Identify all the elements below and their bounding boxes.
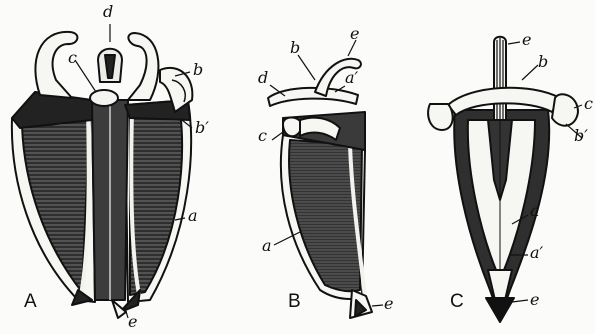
panel-b-label-b: b xyxy=(290,40,300,56)
panel-b-label-a-prime: a′ xyxy=(345,70,358,86)
panel-a-label-e: e xyxy=(128,314,137,330)
panel-a-right-muscle xyxy=(130,110,182,295)
panel-a-label-a: a xyxy=(188,208,198,224)
panel-a-disk xyxy=(90,90,118,106)
panel-c-label-b-prime: b′ xyxy=(574,128,588,144)
panel-a-label-b-prime: b′ xyxy=(195,120,209,136)
panel-b-label-e-top: e xyxy=(350,26,359,42)
panel-c-right-bulb xyxy=(552,94,578,125)
panel-c-caption: C xyxy=(450,292,464,311)
panel-c-left-bulb xyxy=(428,104,453,130)
panel-a-right-arm xyxy=(128,33,158,100)
panel-b-label-c: c xyxy=(258,128,267,144)
panel-a-caption: A xyxy=(24,292,37,311)
panel-b-label-e-bottom: e xyxy=(384,296,393,312)
panel-b-drawing xyxy=(268,40,383,318)
panel-b-crossbar xyxy=(268,88,358,106)
panel-c-label-a: a xyxy=(530,203,540,219)
panel-b-label-a: a xyxy=(262,238,272,254)
panel-c-label-e-bottom: e xyxy=(530,292,539,308)
panel-c-label-c: c xyxy=(584,96,593,112)
panel-c-label-a-prime: a′ xyxy=(530,245,543,261)
panel-b-caption: B xyxy=(288,292,301,311)
panel-a-label-b: b xyxy=(193,62,203,78)
panel-a-drawing xyxy=(12,24,193,318)
panel-b-label-d: d xyxy=(258,70,268,86)
panel-a-label-d: d xyxy=(103,4,113,20)
panel-c-drawing xyxy=(428,37,582,322)
panel-a-label-c: c xyxy=(68,50,77,66)
panel-c-label-e-top: e xyxy=(522,32,531,48)
panel-c-label-b: b xyxy=(538,54,548,70)
